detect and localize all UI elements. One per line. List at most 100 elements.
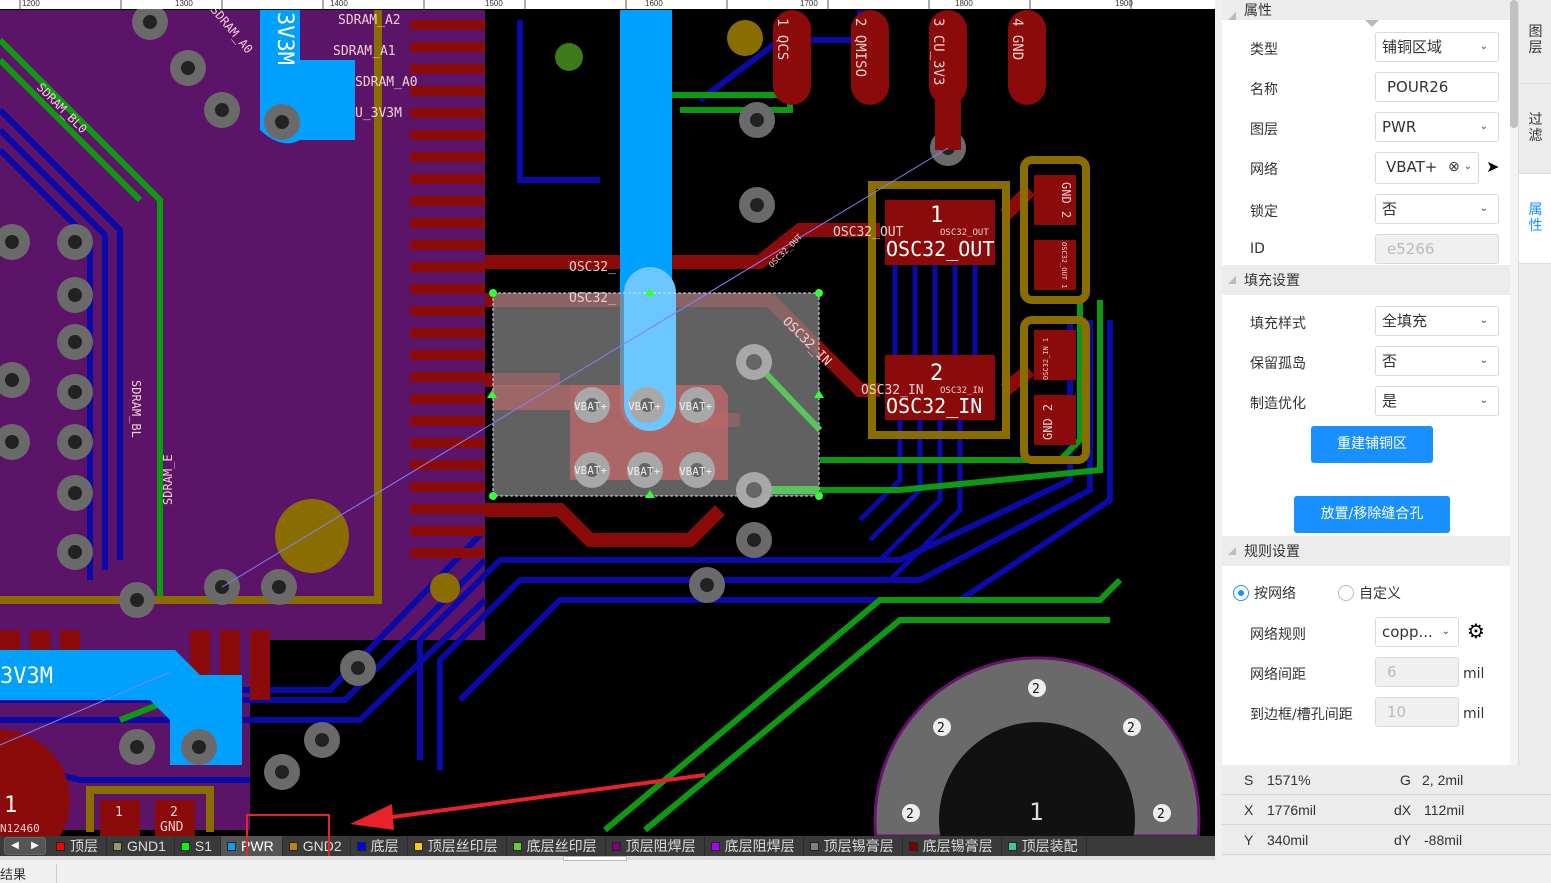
layer-color-swatch: [288, 841, 298, 851]
net-rule-row: 网络规则 copp... ⌄ ⚙: [1222, 612, 1510, 652]
tab-properties[interactable]: 属性: [1519, 174, 1551, 264]
pick-net-cursor-icon[interactable]: ➤: [1486, 157, 1500, 176]
mounting-hole: [0, 656, 1201, 836]
layer-label: 图层: [1250, 122, 1278, 138]
lock-select[interactable]: 否⌄: [1375, 194, 1499, 224]
pad-number: 1: [115, 805, 123, 820]
layer-tab[interactable]: 底层阻焊层: [705, 836, 804, 856]
layer-tab[interactable]: 顶层锡膏层: [804, 836, 903, 856]
type-label: 类型: [1250, 42, 1278, 58]
pin-label: GND 2: [1041, 404, 1055, 440]
tab-filter[interactable]: 过滤: [1519, 84, 1551, 174]
layer-color-swatch: [512, 841, 522, 851]
radio-by-net[interactable]: 按网络: [1233, 583, 1296, 603]
pad-number: 2: [170, 805, 178, 820]
pcb-canvas[interactable]: SDRAM_A2 SDRAM_A1 SDRAM_A0 U_3V3M SDRAM_…: [0, 0, 1215, 836]
layer-tab[interactable]: 顶层丝印层: [408, 836, 507, 856]
clearance-value: 6: [1387, 663, 1397, 681]
fill-style-select[interactable]: 全填充⌄: [1375, 306, 1499, 336]
x-label: X: [1244, 802, 1254, 818]
net-label: SDRAM_A1: [333, 44, 396, 59]
layer-tab[interactable]: S1: [175, 836, 222, 856]
pin-label: OSC32_OUT 1: [1060, 242, 1068, 288]
net-rule-select[interactable]: copp... ⌄: [1375, 617, 1459, 647]
name-input[interactable]: POUR26: [1375, 72, 1499, 102]
ruler-label: 1600: [645, 0, 663, 8]
net-label: 网络: [1250, 162, 1278, 178]
net-label: OSC32_OUT: [886, 237, 994, 261]
layer-tab[interactable]: 底层丝印层: [507, 836, 606, 856]
name-row: 名称 POUR26: [1222, 67, 1510, 107]
ruler-label: 1700: [800, 0, 818, 8]
stitch-vias-button[interactable]: 放置/移除缝合孔: [1294, 496, 1450, 533]
section-header-properties[interactable]: 属性: [1222, 0, 1510, 20]
ruler[interactable]: 1200 1300 1400 1500 1600 1700 1800 1900: [0, 0, 1215, 9]
rebuild-pour-button[interactable]: 重建铺铜区: [1311, 426, 1433, 463]
type-select[interactable]: 铺铜区域⌄: [1375, 32, 1499, 62]
layer-tab[interactable]: 顶层装配: [1002, 836, 1087, 856]
ruler-label: 1900: [1115, 0, 1133, 8]
net-label: OSC32_: [569, 260, 616, 275]
panel-scrollbar[interactable]: [1510, 0, 1518, 765]
dx-value: 112mil: [1424, 802, 1465, 818]
layer-tab[interactable]: 底层锡膏层: [903, 836, 1002, 856]
pin-number: 2: [1157, 807, 1165, 822]
pad-number: 1: [4, 793, 17, 818]
net-label: SDRAM_A2: [338, 13, 401, 28]
optimize-select[interactable]: 是⌄: [1375, 386, 1499, 416]
chevron-down-icon: ⌄: [1479, 355, 1488, 366]
net-label: SDRAM_BL: [129, 380, 143, 438]
name-label: 名称: [1250, 82, 1278, 98]
keep-island-row: 保留孤岛否⌄: [1222, 341, 1510, 381]
layer-tab[interactable]: 底层: [351, 836, 408, 856]
layer-color-swatch: [180, 841, 190, 851]
layer-color-swatch: [809, 841, 819, 851]
layer-tab-label: 顶层锡膏层: [823, 838, 894, 854]
section-header-fill[interactable]: 填充设置: [1222, 265, 1510, 295]
layer-nav: ◀ ▶: [4, 837, 46, 855]
net-label: OSC32_IN: [861, 383, 924, 398]
chevron-down-icon: ⌄: [1441, 626, 1450, 637]
clear-icon[interactable]: ⊗: [1448, 159, 1460, 175]
via-label: VBAT+: [679, 400, 712, 413]
next-layer-button[interactable]: ▶: [31, 840, 39, 851]
edge-clearance-value: 10: [1387, 703, 1407, 721]
net-rule-label: 网络规则: [1250, 627, 1306, 643]
net-rule-value: copp...: [1382, 623, 1433, 641]
gear-icon[interactable]: ⚙: [1467, 619, 1485, 643]
layer-tab-label: 顶层阻焊层: [625, 838, 696, 854]
section-title: 属性: [1244, 3, 1272, 19]
via-label: VBAT+: [627, 465, 660, 478]
prev-layer-button[interactable]: ◀: [11, 840, 19, 851]
type-value: 铺铜区域: [1382, 38, 1443, 56]
layer-tab[interactable]: GND1: [107, 836, 175, 856]
horizontal-scrollbar[interactable]: [563, 856, 627, 861]
tab-layers[interactable]: 图层: [1519, 0, 1551, 84]
id-value: e5266: [1387, 240, 1435, 258]
keep-island-select[interactable]: 否⌄: [1375, 346, 1499, 376]
pin-label: 2 QMISO: [852, 18, 868, 77]
radio-custom[interactable]: 自定义: [1338, 583, 1401, 603]
results-tab[interactable]: 结果: [0, 864, 58, 883]
layer-tab-label: 底层丝印层: [526, 838, 597, 854]
optimize-value: 是: [1382, 392, 1398, 410]
layer-select[interactable]: PWR⌄: [1375, 112, 1499, 142]
pin-label: 3 CU_3V3: [930, 18, 946, 85]
layer-value: PWR: [1382, 118, 1417, 136]
pin-label: GND 2: [1059, 182, 1073, 218]
section-title: 填充设置: [1244, 273, 1300, 289]
net-label: OSC32_IN: [940, 386, 983, 396]
mask-region: [0, 10, 485, 830]
section-header-rules[interactable]: 规则设置: [1222, 536, 1510, 566]
annotation-arrow: [350, 773, 706, 830]
net-select[interactable]: VBAT+⊗⌄: [1375, 152, 1479, 184]
layer-tab[interactable]: GND2: [283, 836, 351, 856]
layer-tab[interactable]: 顶层阻焊层: [606, 836, 705, 856]
layer-tab[interactable]: PWR: [221, 836, 283, 856]
layer-tab-label: PWR: [241, 838, 274, 854]
net-row: 网络 VBAT+⊗⌄ ➤: [1222, 147, 1510, 189]
layer-tab-label: 底层阻焊层: [724, 838, 795, 854]
lock-row: 锁定否⌄: [1222, 189, 1510, 229]
layer-tab[interactable]: 顶层: [50, 836, 107, 856]
